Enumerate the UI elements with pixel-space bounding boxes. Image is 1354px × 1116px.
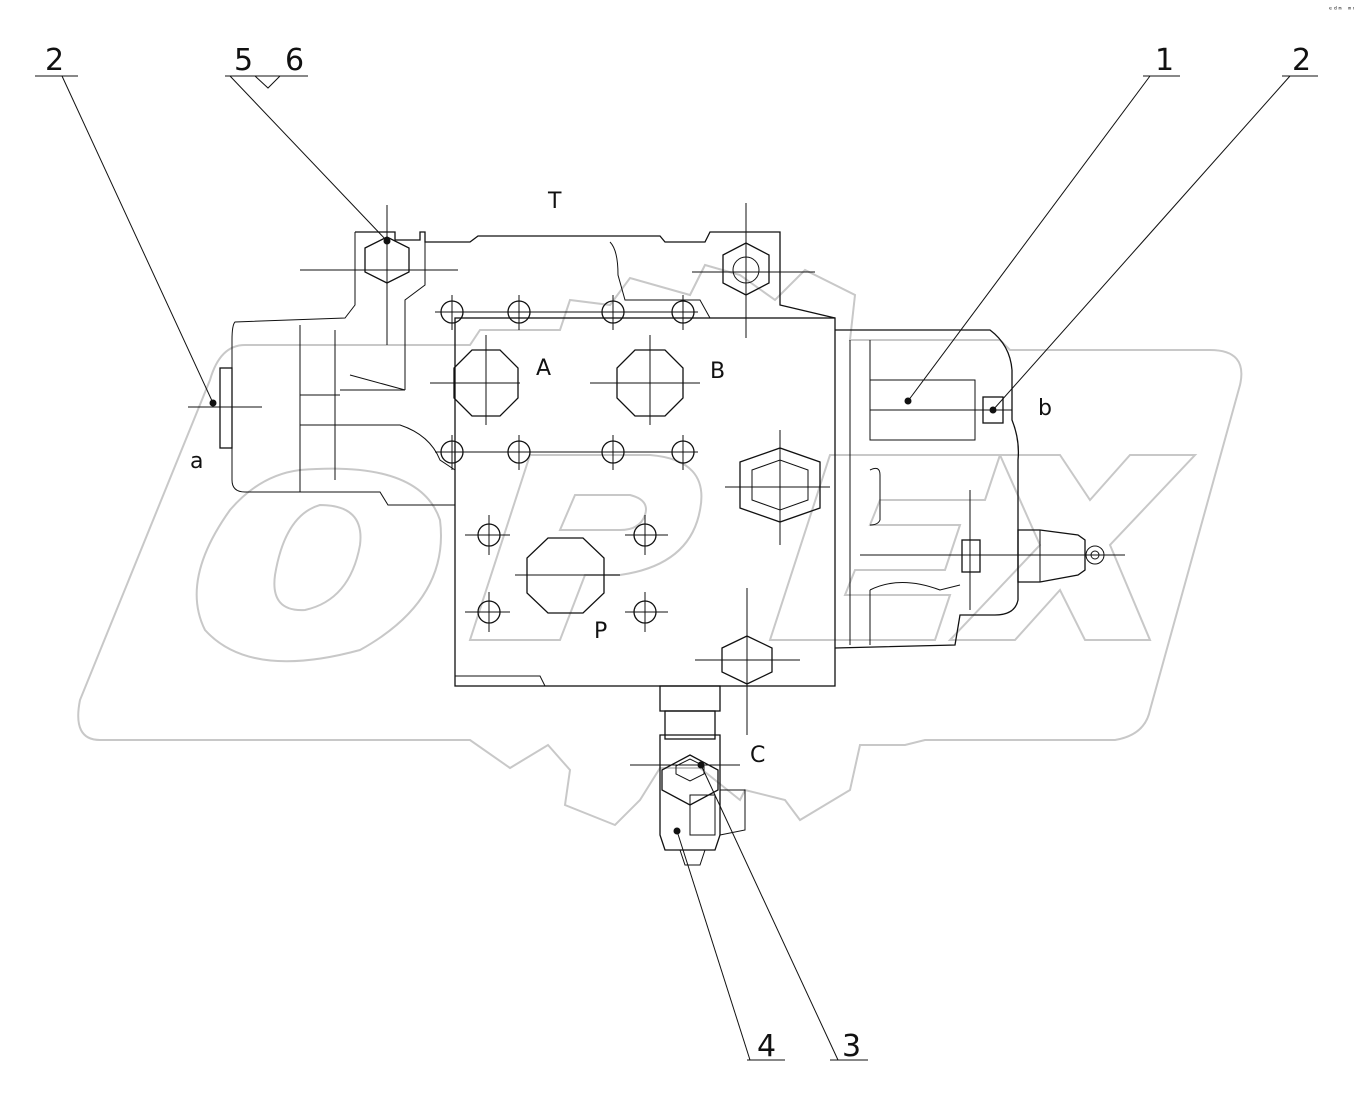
- lower-body-outline: [454, 505, 835, 687]
- valve-body: [188, 203, 836, 735]
- leader-lines: [35, 75, 1318, 1061]
- left-inner-line: [340, 374, 406, 391]
- port-label-p: P: [594, 619, 607, 644]
- corner-mark: ᵉᵈᵐ ᵐᵐ: [1328, 5, 1354, 14]
- watermark-letter-o: [195, 467, 442, 663]
- bottom-check-valve: [630, 685, 746, 866]
- hex-plug-lower: [695, 588, 800, 735]
- watermark-letter-o-inner: [273, 503, 362, 612]
- port-label-a-pilot: a: [190, 449, 203, 474]
- port-b-flange: [590, 335, 700, 425]
- callout-3: 3: [842, 1029, 861, 1064]
- upper-manifold-outline: [355, 231, 836, 319]
- port-label-t: T: [547, 189, 562, 214]
- callout-2-left: 2: [45, 43, 64, 78]
- watermark-letter-p-inner: [558, 494, 647, 531]
- port-label-c: C: [750, 743, 765, 768]
- port-label-a: A: [536, 356, 551, 381]
- hex-plug-right: [725, 430, 830, 545]
- hex-bolt-top-right: [692, 203, 815, 338]
- port-label-b-pilot: b: [1038, 396, 1052, 421]
- watermark-letter-e: [768, 454, 1002, 641]
- callout-2-right: 2: [1292, 43, 1311, 78]
- right-actuator: [834, 329, 1125, 649]
- callout-5: 5: [234, 43, 253, 78]
- watermark-letter-p: [468, 454, 703, 641]
- callout-4: 4: [757, 1029, 776, 1064]
- watermark-gear-outline: [77, 263, 1243, 827]
- port-a-flange: [430, 335, 520, 425]
- watermark-letter-x: [947, 454, 1198, 641]
- left-inner-line-2: [300, 424, 456, 471]
- left-body-outline: [231, 232, 455, 506]
- callout-1: 1: [1155, 43, 1174, 78]
- watermark-logo: [77, 263, 1243, 827]
- port-p-flange: [515, 537, 620, 614]
- hex-bolt-top-left: [300, 205, 458, 345]
- port-label-b: B: [710, 359, 725, 384]
- manifold-inner-line-2: [609, 241, 711, 319]
- actuator-a-cap: [219, 367, 233, 449]
- callout-6: 6: [285, 43, 304, 78]
- manifold-inner-line: [404, 242, 426, 390]
- bolt-pattern: [435, 295, 698, 632]
